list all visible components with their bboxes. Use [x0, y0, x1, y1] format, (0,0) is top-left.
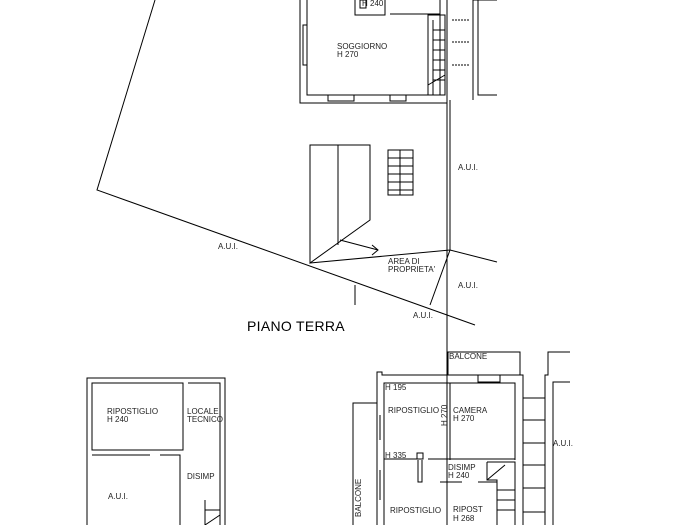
room-height-label: H 240 [362, 0, 384, 8]
area-label: PROPRIETA' [388, 265, 436, 274]
aui-label: A.U.I. [413, 311, 434, 320]
bottom-left-building [86, 377, 226, 525]
room-label: RIPOSTIGLIO [388, 406, 440, 415]
room-label-soggiorno: SOGGIORNO [337, 42, 388, 51]
aui-label: A.U.I. [458, 163, 479, 172]
room-label: RIPOSTIGLIO [390, 506, 442, 515]
room-height-label: H 270 [453, 414, 475, 423]
area-label: AREA DI [388, 257, 420, 266]
balcone-label: BALCONE [449, 352, 488, 361]
bottom-right-building [352, 351, 570, 525]
room-height-label: H 240 [448, 471, 470, 480]
site-lines [96, 0, 498, 326]
room-label: RIPOSTIGLIO [107, 407, 159, 416]
room-height-label: H 240 [107, 415, 129, 424]
room-height-label: H 268 [453, 514, 475, 523]
room-label: TECNICO [187, 415, 223, 424]
aui-label: A.U.I. [458, 281, 479, 290]
room-label: RIPOST [453, 505, 483, 514]
room-label: DISIMP [448, 463, 476, 472]
room-height-label: H 270 [440, 404, 449, 426]
aui-label: A.U.I. [553, 439, 574, 448]
room-height-label: H 195 [385, 383, 407, 392]
floor-title: PIANO TERRA [247, 318, 345, 334]
room-label: DISIMP [187, 472, 215, 481]
balcone-label: BALCONE [354, 478, 363, 517]
room-label: LOCALE [187, 407, 219, 416]
aui-label: A.U.I. [218, 242, 239, 251]
room-height-label: H 335 [385, 451, 407, 460]
room-height-label: H 270 [337, 50, 359, 59]
aui-label: A.U.I. [108, 492, 129, 501]
room-label-camera: CAMERA [453, 406, 488, 415]
